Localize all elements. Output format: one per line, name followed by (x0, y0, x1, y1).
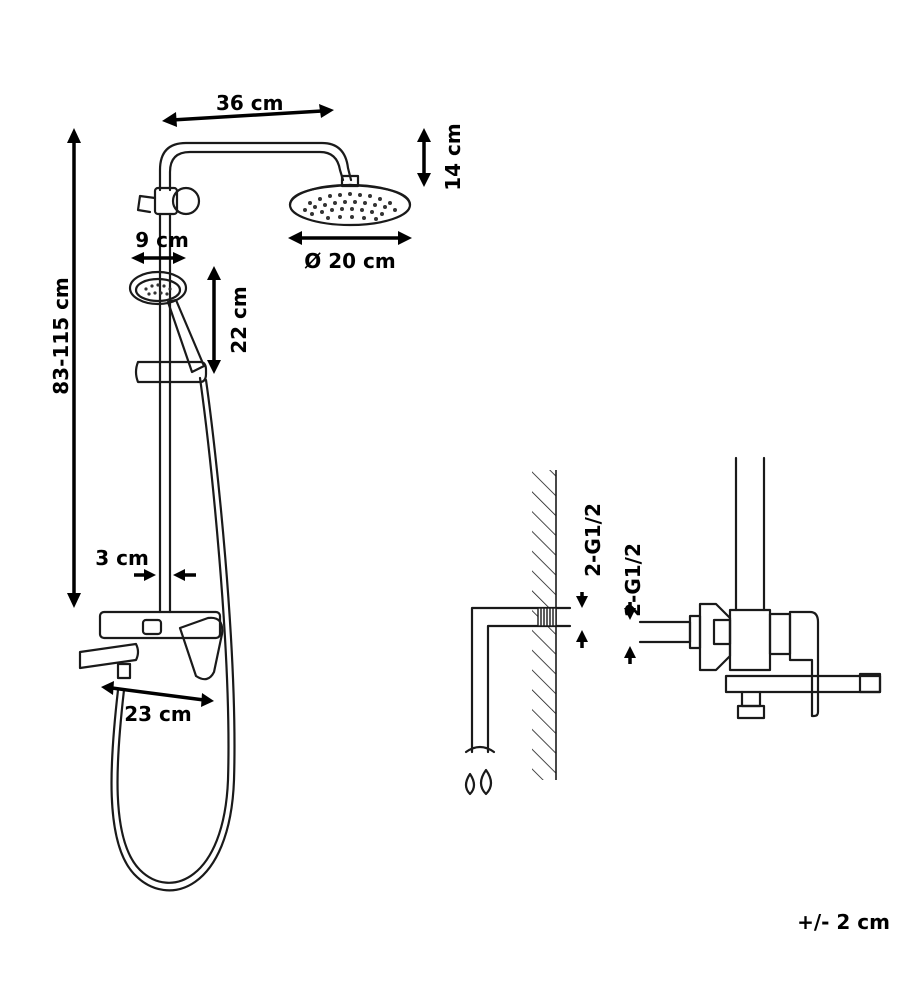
shower-hose (116, 376, 230, 884)
shower-set-drawing (78, 141, 412, 892)
hand-head-width-label: 9 cm (135, 228, 189, 252)
bath-spout (78, 642, 140, 670)
hand-shower-head (128, 270, 188, 306)
arm-width-label: 36 cm (216, 91, 284, 115)
hand-shower-length-label: 22 cm (227, 286, 251, 354)
rain-head-diameter-label: Ø 20 cm (304, 249, 395, 273)
arm-joint (153, 186, 179, 216)
hand-shower-length-dimension (207, 266, 221, 374)
rain-head-height-dimension (417, 128, 431, 187)
mixer-thread-label: 2-G1/2 (621, 543, 645, 617)
wall-connection-drawing (464, 456, 882, 796)
mixer-side-body (728, 608, 772, 672)
eccentric-union (698, 602, 732, 672)
rail-diameter-dimension (134, 569, 196, 581)
hand-shower-handle (166, 298, 206, 374)
water-drop-icon (464, 768, 493, 796)
overhead-arm (158, 141, 353, 192)
hand-head-width-dimension (131, 252, 186, 264)
spout-length-label: 23 cm (124, 702, 192, 726)
rain-head-nozzles (303, 192, 397, 221)
rail-diameter-label: 3 cm (95, 546, 149, 570)
rain-head-diameter-dimension (288, 231, 412, 245)
connection-nut (638, 620, 692, 644)
wall-thread-label: 2-G1/2 (581, 503, 605, 577)
lever-side (788, 610, 820, 718)
mixer-lever (178, 616, 224, 681)
total-height-label: 83-115 cm (49, 277, 73, 395)
spout-length-dimension (101, 681, 214, 707)
mixer-body (98, 610, 222, 640)
spout-side (724, 674, 882, 694)
total-height-dimension (67, 128, 81, 608)
tolerance-label: +/- 2 cm (797, 910, 890, 934)
arm-width-dimension (162, 104, 334, 127)
rain-head-height-label: 14 cm (441, 123, 465, 191)
